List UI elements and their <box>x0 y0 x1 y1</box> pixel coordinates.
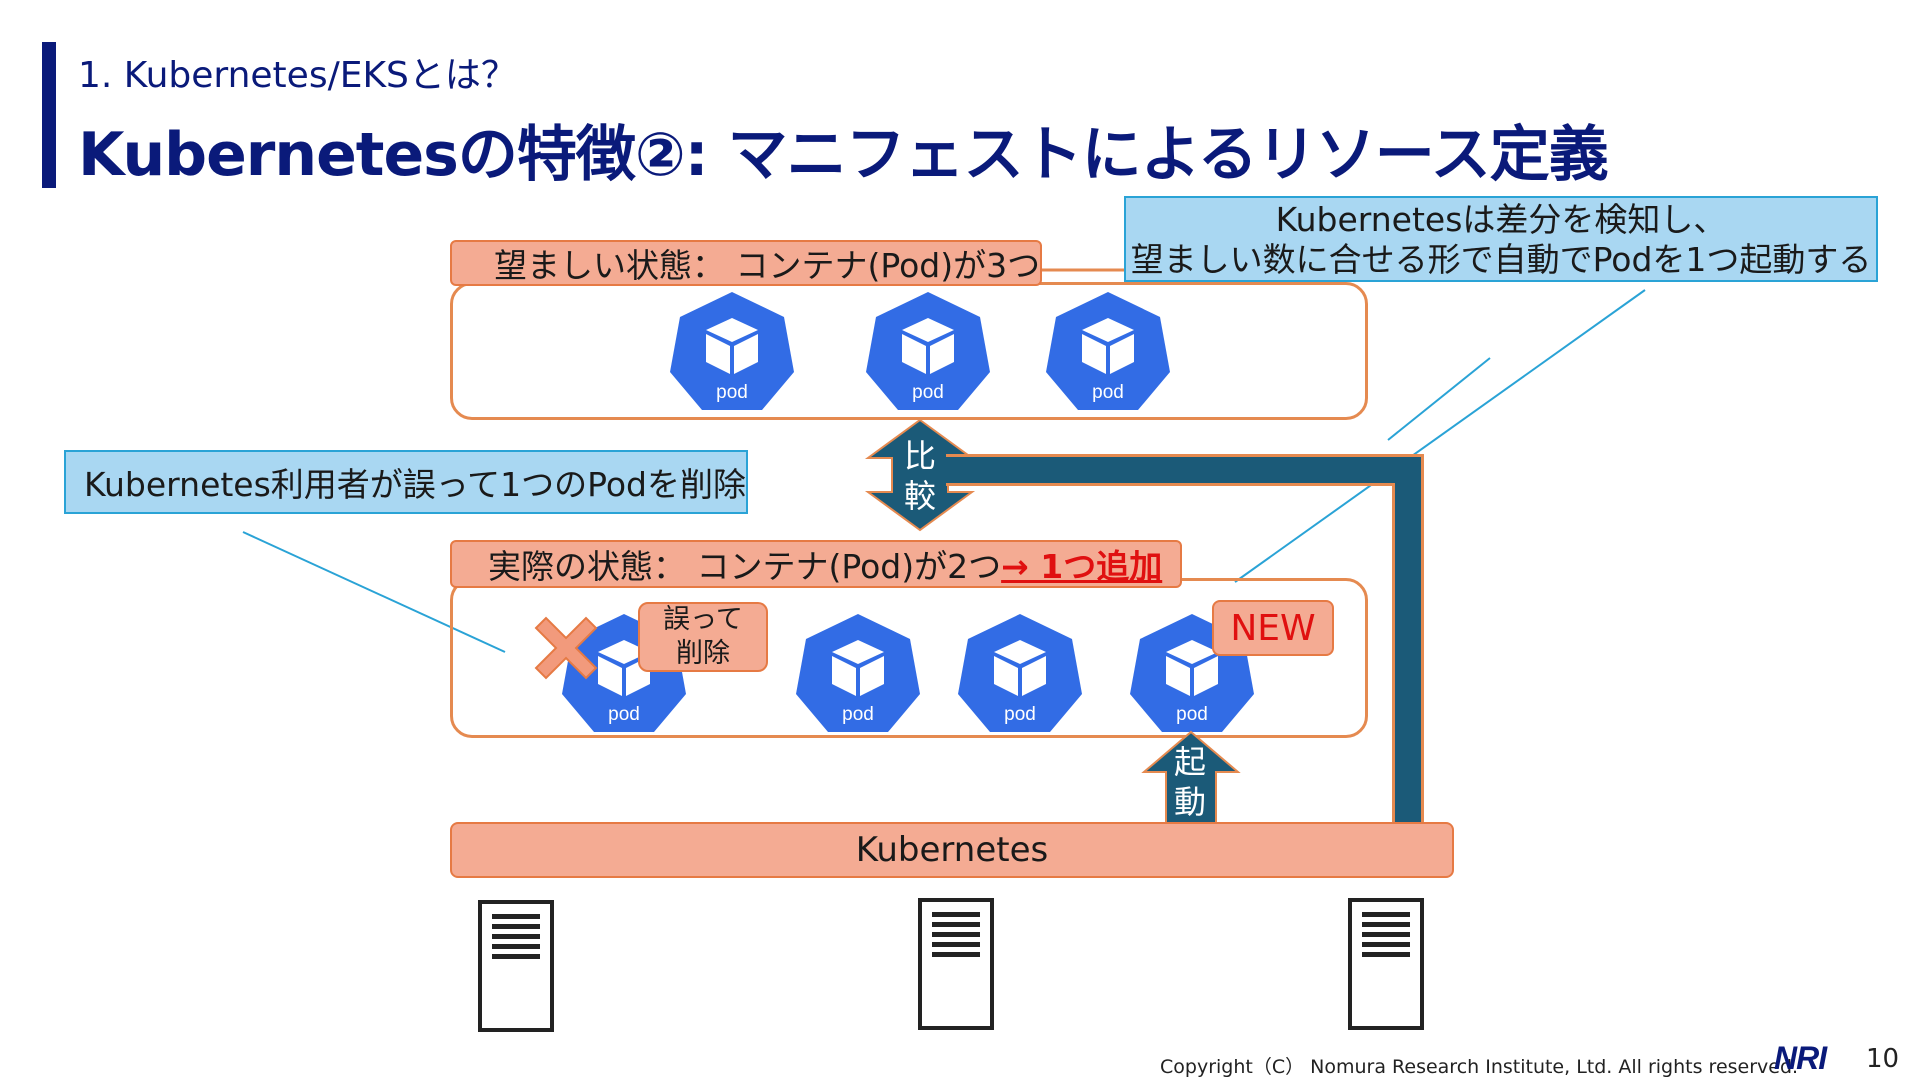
new-badge: NEW <box>1212 600 1334 656</box>
page-number: 10 <box>1866 1044 1900 1074</box>
user-delete-callout: Kubernetes利用者が誤って1つのPodを削除 <box>64 450 748 514</box>
k8s-detect-line1: Kubernetesは差分を検知し、 <box>1275 200 1727 239</box>
cube-icon <box>1082 318 1134 342</box>
server-icon <box>918 898 994 1030</box>
compare-label: 比 較 <box>903 437 936 515</box>
page-title: Kubernetesの特徴②: マニフェストによるリソース定義 <box>78 120 1609 190</box>
add-one-link[interactable]: → 1つ追加 <box>1001 547 1163 586</box>
desired-pod-2: pod <box>866 292 990 410</box>
cube-icon <box>598 640 650 664</box>
section-subtitle: 1. Kubernetes/EKSとは？ <box>78 55 517 96</box>
desired-pod-3: pod <box>1046 292 1170 410</box>
actual-state-text: 実際の状態： コンテナ(Pod)が2つ <box>488 547 1002 586</box>
cube-icon <box>902 318 954 342</box>
pod-label: pod <box>1092 382 1124 403</box>
pod-label: pod <box>912 382 944 403</box>
nri-logo: NRI <box>1774 1040 1827 1076</box>
kubernetes-bar: Kubernetes <box>450 822 1454 878</box>
title-accent-bar <box>42 42 56 188</box>
cube-icon <box>706 318 758 342</box>
launch-label: 起 動 <box>1173 743 1206 821</box>
pod-label: pod <box>608 704 640 725</box>
deleted-label: 誤って 削除 <box>638 602 768 672</box>
cube-icon <box>1166 640 1218 664</box>
pod-label: pod <box>842 704 874 725</box>
server-icon <box>1348 898 1424 1030</box>
cube-icon <box>832 640 884 664</box>
server-icon <box>478 900 554 1032</box>
actual-pod-3: pod <box>958 614 1082 732</box>
pod-label: pod <box>716 382 748 403</box>
desired-state-label: 望ましい状態： コンテナ(Pod)が3つ <box>450 240 1042 286</box>
actual-pod-2: pod <box>796 614 920 732</box>
k8s-detect-line2: 望ましい数に合せる形で自動でPodを1つ起動する <box>1130 240 1872 279</box>
copyright-text: Copyright（C） Nomura Research Institute, … <box>1160 1056 1799 1078</box>
delete-x-icon <box>534 616 598 680</box>
cube-icon <box>994 640 1046 664</box>
desired-pod-1: pod <box>670 292 794 410</box>
k8s-detect-callout: Kubernetesは差分を検知し、 望ましい数に合せる形で自動でPodを1つ起… <box>1124 196 1878 282</box>
pod-label: pod <box>1004 704 1036 725</box>
pod-label: pod <box>1176 704 1208 725</box>
actual-state-label: 実際の状態： コンテナ(Pod)が2つ → 1つ追加 <box>450 540 1182 588</box>
